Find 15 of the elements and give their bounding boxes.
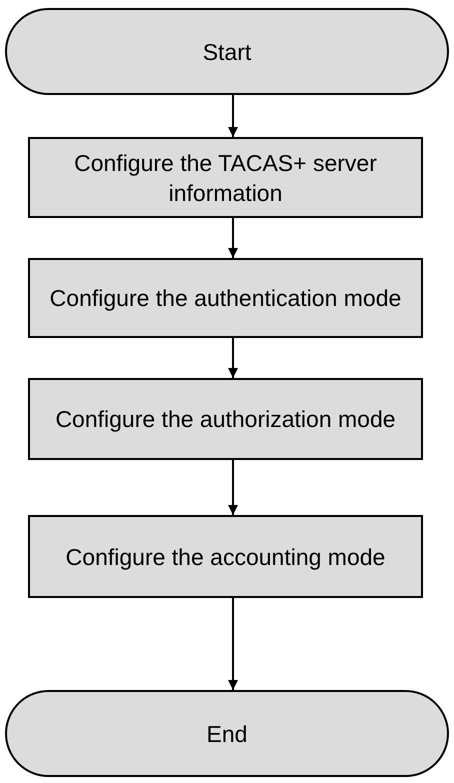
node-label: End — [206, 720, 248, 748]
node-label: Configure the TACAS+ server information — [73, 148, 378, 208]
process-box — [28, 137, 423, 218]
arrow — [228, 598, 238, 690]
node-label: Configure the accounting mode — [66, 542, 386, 572]
process-box — [28, 258, 423, 338]
arrow — [228, 95, 238, 137]
arrow — [228, 338, 238, 378]
arrow — [228, 218, 238, 258]
process-box — [28, 515, 423, 598]
node-label: Start — [202, 38, 252, 66]
process-box — [28, 378, 423, 460]
node-label: Configure the authorization mode — [55, 405, 396, 434]
node-label: Configure the authentication mode — [50, 284, 402, 313]
arrow — [228, 460, 238, 515]
